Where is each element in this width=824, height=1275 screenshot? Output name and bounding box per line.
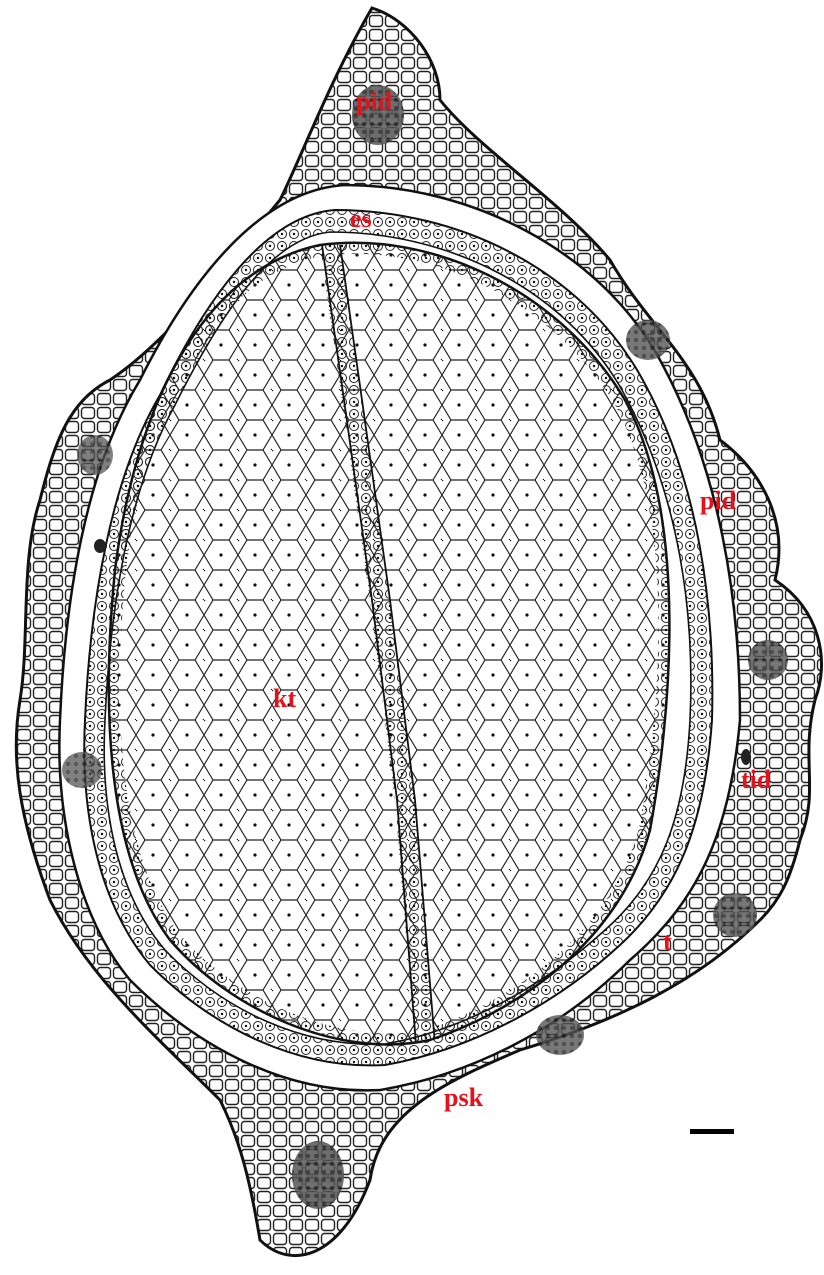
label-tid: tid	[741, 767, 771, 793]
label-t: t	[663, 929, 672, 955]
scale-bar	[690, 1129, 734, 1134]
label-psk: psk	[444, 1085, 483, 1111]
label-pid-top: pid	[356, 89, 392, 115]
label-kt: kt	[273, 686, 296, 712]
label-es: es	[350, 206, 372, 232]
label-pid-right: pid	[700, 488, 736, 514]
